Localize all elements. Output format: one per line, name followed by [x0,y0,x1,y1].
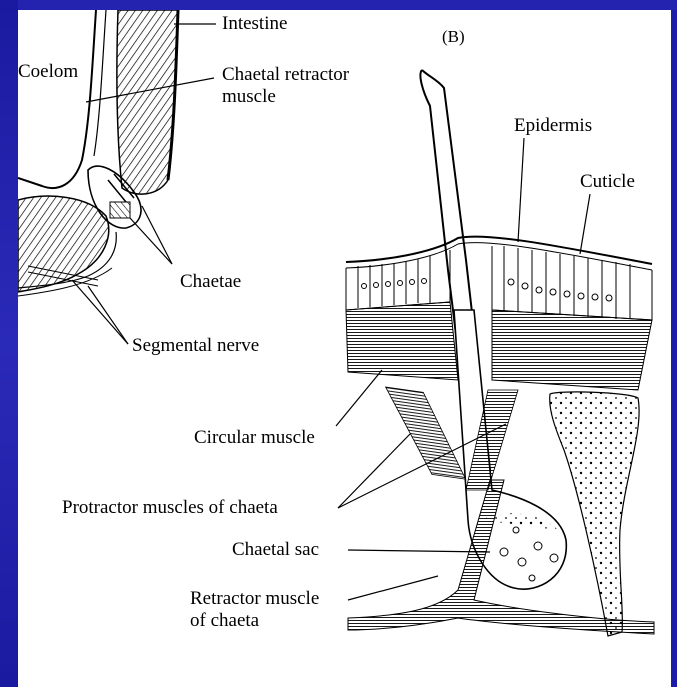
label-coelom: Coelom [18,62,78,81]
left-section-drawing [18,10,178,296]
label-retractor-line2: of chaeta [190,610,319,632]
label-protractor-muscles: Protractor muscles of chaeta [62,498,278,517]
chaeta-anatomy-drawing [18,10,671,687]
label-epidermis: Epidermis [514,116,592,135]
label-panel-b: (B) [442,28,465,45]
label-segmental-nerve: Segmental nerve [132,336,259,355]
label-chaetal-sac: Chaetal sac [232,540,319,559]
slide-left-border [0,0,18,687]
label-chaetal-retractor-line1: Chaetal retractor [222,64,349,86]
label-chaetal-retractor-muscle: Chaetal retractor muscle [222,64,349,108]
label-retractor-muscle-of-chaeta: Retractor muscle of chaeta [190,588,319,632]
label-retractor-line1: Retractor muscle [190,588,319,610]
label-circular-muscle: Circular muscle [194,428,315,447]
slide-top-border [0,0,677,10]
label-chaetae: Chaetae [180,272,241,291]
label-intestine: Intestine [222,14,287,33]
label-cuticle: Cuticle [580,172,635,191]
label-chaetal-retractor-line2: muscle [222,86,349,108]
diagram-panel: Intestine Coelom Chaetal retractor muscl… [18,10,671,687]
